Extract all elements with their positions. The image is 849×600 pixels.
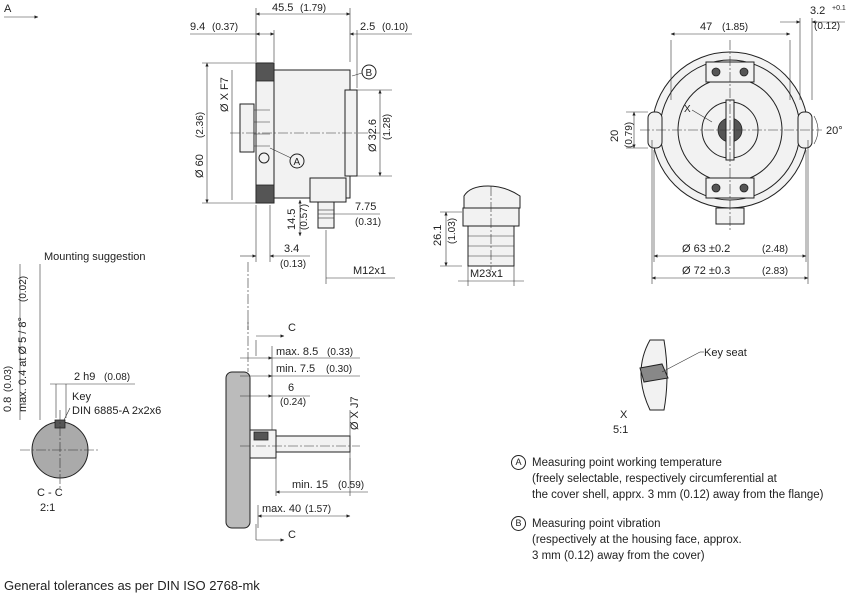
keyseat-label: Key seat [704, 347, 747, 359]
detail-scale: 5:1 [613, 424, 628, 436]
callout-a: A [269, 147, 305, 169]
svg-text:(1.85): (1.85) [722, 22, 748, 33]
top-dimensions: 45.5 (1.79) 9.4 (0.37) 2.5 (0.10) [190, 2, 412, 88]
svg-text:(0.59): (0.59) [338, 480, 364, 491]
detail-label: X [620, 409, 628, 421]
dim-h9: 2 h9 [74, 371, 95, 383]
encoder-side-view [230, 62, 380, 229]
dim-dia60: Ø 60 [194, 154, 206, 178]
svg-text:(0.10): (0.10) [382, 22, 408, 33]
dim-dia63: Ø 63 ±0.2 [682, 243, 730, 255]
dim-34: 3.4 [284, 243, 299, 255]
note-a-line1: (freely selectable, respectively circumf… [532, 473, 777, 485]
dim-max04: max. 0.4 at Ø 5 / 8° [17, 317, 29, 412]
dim-h20: 20 [609, 130, 621, 142]
dim-w47: 47 [700, 21, 712, 33]
svg-text:(0.03): (0.03) [3, 366, 14, 392]
svg-text:(1.57): (1.57) [305, 504, 331, 515]
clamp-screw [258, 152, 270, 164]
dim-dxj7: Ø X J7 [349, 396, 361, 430]
svg-text:(1.03): (1.03) [447, 218, 458, 244]
svg-text:(2.48): (2.48) [762, 244, 788, 255]
dim-dia326: Ø 32.6 [367, 119, 379, 152]
dim-max40: max. 40 [262, 503, 301, 515]
section-scale: 2:1 [40, 502, 55, 514]
encoder-front-view: X [640, 40, 822, 230]
svg-text:(0.30): (0.30) [326, 364, 352, 375]
mating-part [225, 371, 251, 529]
note-b-mark: B [511, 516, 526, 531]
mounting-title: Mounting suggestion [44, 251, 146, 263]
detail-x: Key seat X 5:1 [613, 339, 747, 436]
dim-left: 9.4 [190, 21, 205, 33]
footer-tolerances: General tolerances as per DIN ISO 2768-m… [4, 578, 260, 593]
dim-fit: Ø X F7 [219, 77, 231, 112]
svg-text:(0.79): (0.79) [624, 122, 635, 148]
note-a-line2: the cover shell, apprx. 3 mm (0.12) away… [532, 489, 824, 501]
dim-min15: min. 15 [292, 479, 328, 491]
svg-text:(1.79): (1.79) [300, 3, 326, 14]
svg-text:A: A [4, 3, 12, 15]
mounting-suggestion: Mounting suggestion max. 0.4 at Ø 5 / 8°… [2, 251, 161, 514]
note-b-line2: 3 mm (0.12) away from the cover) [532, 550, 705, 562]
svg-text:(0.13): (0.13) [280, 259, 306, 270]
dim-m23: M23x1 [470, 268, 503, 280]
svg-text:(0.33): (0.33) [327, 347, 353, 358]
dim-32: 3.2 [810, 5, 825, 17]
svg-text:(0.02): (0.02) [18, 276, 29, 302]
dim-261: 26.1 [432, 225, 444, 246]
din-label: DIN 6885-A 2x2x6 [72, 405, 161, 417]
connector-m12 [317, 201, 335, 229]
dim-145: 14.5 [286, 209, 298, 230]
key-label: Key [72, 391, 91, 403]
callout-b: B [351, 64, 377, 80]
note-b: B Measuring point vibration (respectively… [511, 516, 742, 564]
dim-m12: M12x1 [353, 265, 386, 277]
side-dimensions: Ø 60 (2.36) Ø X F7 Ø 32.6 (1.28) 7.75 (0… [194, 62, 395, 330]
note-a-title: Measuring point working temperature [532, 457, 722, 469]
shaft-view: C C max. 8.5 (0.33) min. 7.5 (0.30) 6 (0… [225, 320, 368, 542]
svg-text:(1.28): (1.28) [382, 114, 393, 140]
note-a-mark: A [511, 455, 526, 470]
note-b-title: Measuring point vibration [532, 518, 661, 530]
connector-view: 26.1 (1.03) M23x1 [432, 185, 524, 286]
section-c-top: C [288, 322, 296, 334]
svg-text:(2.83): (2.83) [762, 266, 788, 277]
svg-text:+0.1: +0.1 [832, 5, 846, 12]
svg-text:A: A [294, 157, 301, 168]
section-c-bottom: C [288, 529, 296, 541]
svg-text:B: B [366, 68, 373, 79]
svg-text:(0.24): (0.24) [280, 397, 306, 408]
dim-dia72: Ø 72 ±0.3 [682, 265, 730, 277]
dim-08: 0.8 [2, 397, 14, 412]
svg-text:(0.57): (0.57) [299, 204, 310, 230]
dim-overall: 45.5 [272, 2, 293, 14]
svg-text:(0.08): (0.08) [104, 372, 130, 383]
svg-text:(0.37): (0.37) [212, 22, 238, 33]
dim-d6: 6 [288, 382, 294, 394]
dim-angle: 20° [826, 125, 843, 137]
svg-text:(2.36): (2.36) [195, 112, 206, 138]
sheet-label: A [4, 3, 39, 19]
dim-775: 7.75 [355, 201, 376, 213]
dim-max85: max. 8.5 [276, 346, 318, 358]
dim-min75: min. 7.5 [276, 363, 315, 375]
note-a: A Measuring point working temperature (fr… [511, 455, 823, 503]
detail-x-label: X [684, 104, 691, 115]
note-b-line1: (respectively at the housing face, appro… [532, 534, 742, 546]
front-dimensions: 47 (1.85) 3.2 +0.1 (0.12) 20 (0.79) 20° … [609, 5, 846, 284]
section-label: C - C [37, 487, 63, 499]
dim-right: 2.5 [360, 21, 375, 33]
svg-text:(0.12): (0.12) [814, 21, 840, 32]
svg-text:(0.31): (0.31) [355, 217, 381, 228]
